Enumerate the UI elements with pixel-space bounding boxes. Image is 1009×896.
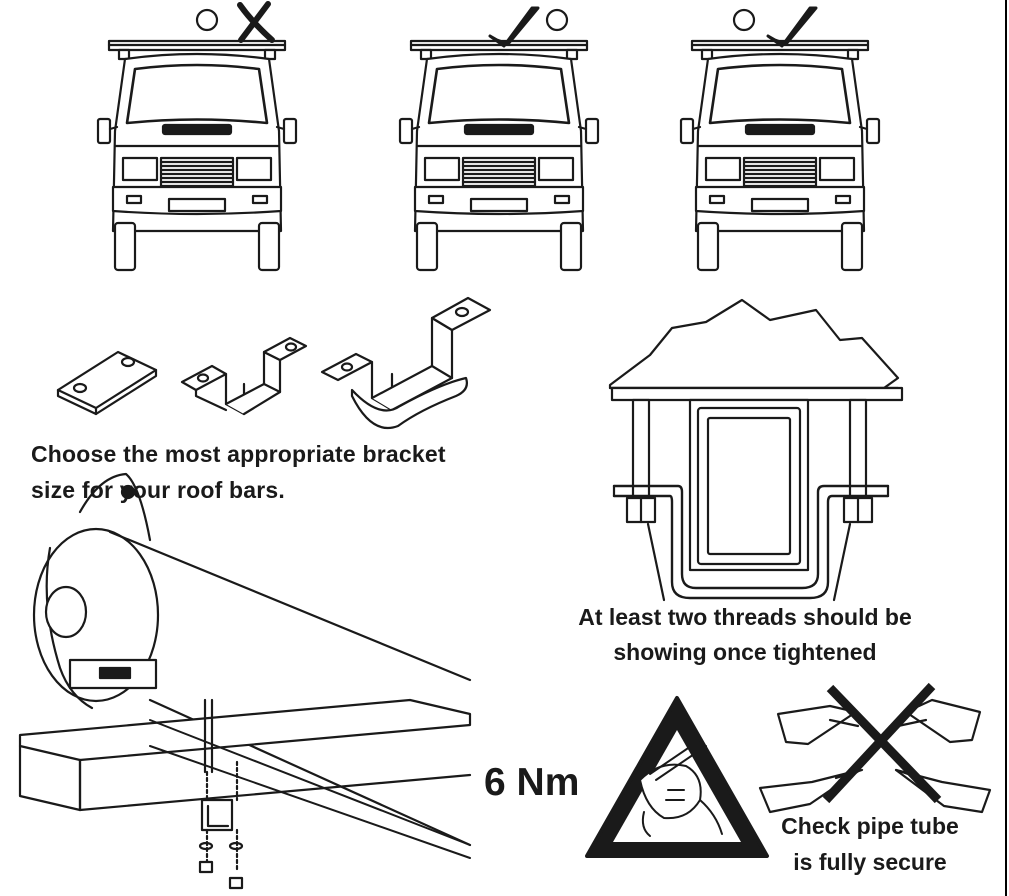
van-wrong-position — [96, 1, 298, 272]
pipe-secure-caption-line2: is fully secure — [793, 849, 947, 875]
torque-value: 6 Nm — [484, 761, 580, 804]
page-border-line — [1005, 0, 1007, 896]
van-correct-position-2 — [679, 6, 881, 272]
check-mark-icon — [766, 6, 818, 48]
check-mark-icon — [488, 6, 540, 48]
threads-caption: At least two threads should be showing o… — [530, 600, 960, 670]
pipe-secure-caption: Check pipe tube is fully secure — [770, 808, 970, 880]
bracket-size-caption-line1: Choose the most appropriate bracket — [31, 441, 446, 467]
warning-triangle-icon — [585, 696, 769, 858]
bracket-medium — [180, 336, 308, 416]
threads-caption-line2: showing once tightened — [613, 639, 877, 665]
bracket-large — [320, 296, 492, 430]
van-correct-position-1 — [398, 6, 600, 272]
threads-caption-line1: At least two threads should be — [578, 604, 912, 630]
awning-mount-illustration — [18, 472, 472, 890]
roof-bar-clamp-detail — [608, 298, 904, 602]
bracket-size-caption-line2: size for your roof bars. — [31, 477, 286, 503]
bracket-flat — [56, 350, 158, 416]
bracket-size-caption: Choose the most appropriate bracket size… — [31, 436, 446, 508]
cross-mark-icon — [237, 1, 275, 43]
pipe-secure-caption-line1: Check pipe tube — [781, 813, 959, 839]
crossed-arrows-icon — [758, 682, 992, 814]
